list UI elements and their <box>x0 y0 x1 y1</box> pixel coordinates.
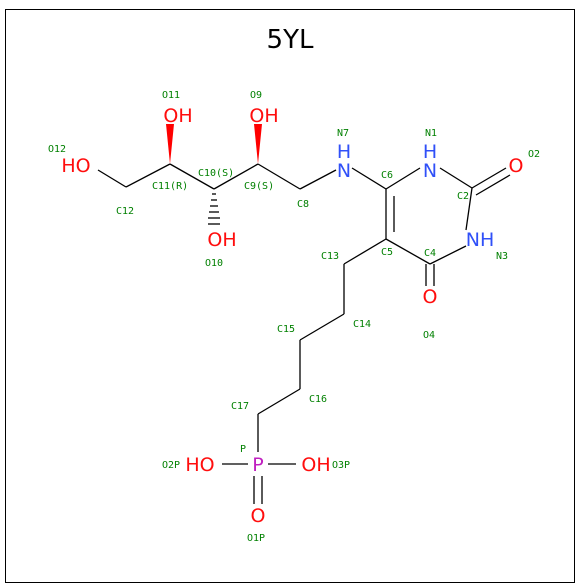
label-p: P <box>240 444 246 455</box>
diagram-frame <box>5 9 575 583</box>
bond-c16-c17 <box>257 388 301 415</box>
label-o11: O11 <box>162 90 180 101</box>
label-c15: C15 <box>277 324 295 335</box>
atom-n7-h: H <box>337 141 351 163</box>
label-n3: N3 <box>496 251 508 262</box>
atom-n1-h: H <box>423 141 437 163</box>
atom-o2: O <box>509 155 524 177</box>
atom-labels: O12 O11 O10 O9 N7 N1 O2 N3 O4 P O2P O3P … <box>48 90 540 544</box>
label-n1: N1 <box>425 128 437 139</box>
atom-p: P <box>252 454 263 476</box>
bond-c2-o2-a <box>471 167 507 189</box>
bond-o12-c12 <box>97 169 127 188</box>
atom-o1p: O <box>251 505 266 527</box>
wedge-bond-c9-o9 <box>254 124 262 164</box>
label-c5: C5 <box>381 247 393 258</box>
wedge-bond-c11-o11 <box>166 124 174 164</box>
label-c10: C10(S) <box>198 168 234 179</box>
heteroatoms: HO OH OH OH H N H N O NH O P HO OH O <box>61 105 523 527</box>
label-c12: C12 <box>116 206 134 217</box>
label-o2p: O2P <box>162 460 180 471</box>
bond-c11-c10 <box>169 163 215 190</box>
label-c6: C6 <box>381 170 393 181</box>
bond-c4-c5 <box>385 238 431 265</box>
label-o9: O9 <box>250 90 262 101</box>
label-o10: O10 <box>205 258 223 269</box>
atom-o3p: OH <box>301 454 330 476</box>
bond-c9-c8 <box>257 163 301 190</box>
label-o3p: O3P <box>332 460 350 471</box>
label-c2: C2 <box>457 191 469 202</box>
label-n7: N7 <box>337 128 349 139</box>
label-c8: C8 <box>297 199 309 210</box>
bond-n7-c6 <box>351 167 387 190</box>
atom-o9: OH <box>249 105 278 127</box>
bond-n1-c2 <box>439 167 473 189</box>
atom-n7: N <box>337 160 351 182</box>
hashed-bond-c10-o10 <box>208 193 220 225</box>
label-o2: O2 <box>528 149 540 160</box>
bond-c2-o2-b <box>475 174 511 196</box>
atom-o12: HO <box>61 155 90 177</box>
label-c14: C14 <box>353 319 371 330</box>
bond-c2-n3 <box>465 187 473 231</box>
label-c16: C16 <box>309 394 327 405</box>
atom-o11: OH <box>163 105 192 127</box>
atom-n1: N <box>423 160 437 182</box>
atom-n3: NH <box>466 229 495 251</box>
bond-c5-c13 <box>343 238 387 265</box>
diagram-title: 5YL <box>267 25 314 55</box>
label-o1p: O1P <box>247 533 265 544</box>
atom-o10: OH <box>207 229 236 251</box>
bond-c10-c9 <box>213 163 259 190</box>
label-o4: O4 <box>423 330 435 341</box>
label-c13: C13 <box>321 251 339 262</box>
atom-o2p: HO <box>185 454 214 476</box>
bond-c14-c15 <box>299 313 345 341</box>
bond-c8-n7 <box>299 169 337 190</box>
label-c9: C9(S) <box>244 181 274 192</box>
bond-c6-n1 <box>385 167 421 190</box>
label-c11: C11(R) <box>152 181 188 192</box>
label-c17: C17 <box>231 401 249 412</box>
label-c4: C4 <box>424 248 436 259</box>
bonds <box>97 124 511 504</box>
bond-n3-c4 <box>429 245 467 265</box>
label-o12: O12 <box>48 144 66 155</box>
atom-o4: O <box>423 286 438 308</box>
bond-c12-c11 <box>125 163 171 188</box>
